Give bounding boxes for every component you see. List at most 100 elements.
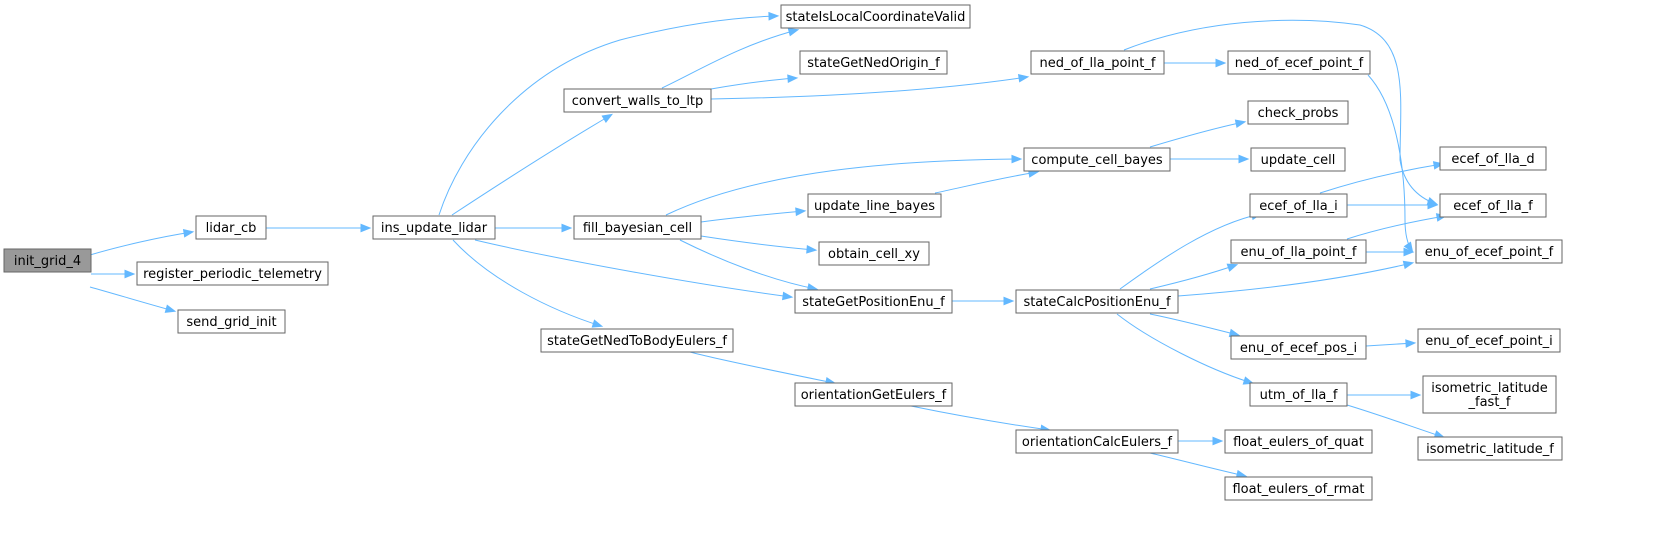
edge-init_grid_4-to-register_periodic_telemetry xyxy=(90,269,136,279)
edge-init_grid_4-to-lidar_cb xyxy=(89,229,195,256)
node-float_eulers_of_quat[interactable]: float_eulers_of_quat xyxy=(1224,429,1373,454)
node-enu_of_ecef_pos_i[interactable]: enu_of_ecef_pos_i xyxy=(1230,335,1367,360)
edge-enu_of_lla_point_f-to-enu_of_ecef_point_f xyxy=(1366,247,1415,257)
node-enu_of_ecef_point_f[interactable]: enu_of_ecef_point_f xyxy=(1415,239,1563,264)
node-label: stateGetPositionEnu_f xyxy=(802,295,945,310)
edge-convert_walls_to_ltp-to-stateIsLocalCoordinateValid xyxy=(661,27,800,89)
node-box xyxy=(1030,50,1165,75)
node-ecef_of_lla_i[interactable]: ecef_of_lla_i xyxy=(1249,193,1348,218)
node-utm_of_lla_f[interactable]: utm_of_lla_f xyxy=(1249,382,1348,407)
node-float_eulers_of_rmat[interactable]: float_eulers_of_rmat xyxy=(1224,476,1373,501)
node-label: ecef_of_lla_i xyxy=(1259,199,1338,214)
node-label: ned_of_lla_point_f xyxy=(1040,56,1156,71)
node-box xyxy=(794,382,953,407)
node-box xyxy=(1224,429,1373,454)
edge-line xyxy=(689,351,835,384)
node-orientationGetEulers_f[interactable]: orientationGetEulers_f xyxy=(794,382,953,407)
node-box xyxy=(1250,147,1346,172)
node-label: stateCalcPositionEnu_f xyxy=(1023,295,1171,310)
node-orientationCalcEulers_f[interactable]: orientationCalcEulers_f xyxy=(1015,429,1179,454)
node-ned_of_ecef_point_f[interactable]: ned_of_ecef_point_f xyxy=(1227,50,1371,75)
node-stateGetNedOrigin_f[interactable]: stateGetNedOrigin_f xyxy=(799,50,948,75)
edge-arrowhead xyxy=(782,291,794,301)
node-ins_update_lidar[interactable]: ins_update_lidar xyxy=(372,215,496,240)
node-label: float_eulers_of_rmat xyxy=(1232,482,1364,497)
node-label: stateIsLocalCoordinateValid xyxy=(786,10,966,25)
edge-arrowhead xyxy=(1212,436,1224,446)
edge-line xyxy=(710,76,1028,100)
edge-line xyxy=(451,114,612,216)
node-update_cell[interactable]: update_cell xyxy=(1250,147,1346,172)
edge-arrowhead xyxy=(1017,73,1030,83)
node-box xyxy=(3,248,92,273)
edge-arrowhead xyxy=(768,11,780,21)
node-label: float_eulers_of_quat xyxy=(1233,435,1364,450)
node-label: send_grid_init xyxy=(186,315,276,330)
node-stateGetPositionEnu_f[interactable]: stateGetPositionEnu_f xyxy=(794,289,953,314)
node-register_periodic_telemetry[interactable]: register_periodic_telemetry xyxy=(136,261,329,286)
edge-line xyxy=(934,171,1038,194)
edge-arrowhead xyxy=(1403,241,1414,253)
edge-arrowhead xyxy=(1003,296,1015,306)
node-label: ecef_of_lla_f xyxy=(1453,199,1533,214)
node-box xyxy=(807,193,942,218)
edge-convert_walls_to_ltp-to-stateGetNedOrigin_f xyxy=(710,74,799,90)
edge-arrowhead xyxy=(561,223,573,233)
edge-stateCalcPositionEnu_f-to-enu_of_ecef_point_f xyxy=(1177,260,1415,297)
edge-fill_bayesian_cell-to-compute_cell_bayes xyxy=(665,154,1023,216)
node-isometric_latitude_f[interactable]: isometric_latitude_f xyxy=(1417,436,1563,461)
node-box xyxy=(1015,289,1179,314)
node-init_grid_4[interactable]: init_grid_4 xyxy=(3,248,92,273)
node-fill_bayesian_cell[interactable]: fill_bayesian_cell xyxy=(573,215,702,240)
node-label: enu_of_ecef_pos_i xyxy=(1240,341,1357,356)
node-label: ned_of_ecef_point_f xyxy=(1235,56,1364,71)
edge-line xyxy=(1119,213,1261,290)
node-obtain_cell_xy[interactable]: obtain_cell_xy xyxy=(818,241,930,266)
node-enu_of_ecef_point_i[interactable]: enu_of_ecef_point_i xyxy=(1417,328,1561,353)
node-send_grid_init[interactable]: send_grid_init xyxy=(177,309,286,334)
node-convert_walls_to_ltp[interactable]: convert_walls_to_ltp xyxy=(563,88,712,113)
node-ecef_of_lla_f[interactable]: ecef_of_lla_f xyxy=(1439,193,1547,218)
node-label: orientationGetEulers_f xyxy=(801,388,947,403)
node-enu_of_lla_point_f[interactable]: enu_of_lla_point_f xyxy=(1230,239,1367,264)
node-lidar_cb[interactable]: lidar_cb xyxy=(195,215,267,240)
edge-ecef_of_lla_i-to-ecef_of_lla_f xyxy=(1347,200,1439,210)
node-box xyxy=(1023,147,1171,172)
node-compute_cell_bayes[interactable]: compute_cell_bayes xyxy=(1023,147,1171,172)
edge-arrowhead xyxy=(1011,154,1023,164)
node-label: fill_bayesian_cell xyxy=(583,221,692,236)
edge-arrowhead xyxy=(1403,247,1415,257)
edge-ins_update_lidar-to-stateGetPositionEnu_f xyxy=(474,239,794,301)
edge-arrowhead xyxy=(1410,390,1422,400)
node-label: obtain_cell_xy xyxy=(828,247,920,262)
node-box xyxy=(1439,193,1547,218)
edge-arrowhead xyxy=(787,74,799,83)
edge-line xyxy=(89,286,175,312)
edge-line xyxy=(665,158,1021,216)
node-label: enu_of_ecef_point_i xyxy=(1425,334,1553,349)
edge-line xyxy=(1149,121,1245,148)
node-ned_of_lla_point_f[interactable]: ned_of_lla_point_f xyxy=(1030,50,1165,75)
node-label: stateGetNedOrigin_f xyxy=(807,56,940,71)
node-isometric_latitude_fast_f[interactable]: isometric_latitude_fast_f xyxy=(1422,375,1557,414)
node-stateGetNedToBodyEulers_f[interactable]: stateGetNedToBodyEulers_f xyxy=(540,328,734,353)
node-stateCalcPositionEnu_f[interactable]: stateCalcPositionEnu_f xyxy=(1015,289,1179,314)
edge-convert_walls_to_ltp-to-ned_of_lla_point_f xyxy=(710,73,1030,100)
node-box xyxy=(1439,146,1547,171)
node-update_line_bayes[interactable]: update_line_bayes xyxy=(807,193,942,218)
node-label: update_line_bayes xyxy=(814,199,935,214)
edge-arrowhead xyxy=(1242,376,1255,385)
edge-ins_update_lidar-to-stateIsLocalCoordinateValid xyxy=(438,11,780,216)
node-box xyxy=(1417,436,1563,461)
node-label: convert_walls_to_ltp xyxy=(572,94,704,109)
edge-line xyxy=(452,239,602,327)
edge-compute_cell_bayes-to-check_probs xyxy=(1149,119,1247,148)
node-box xyxy=(1227,50,1371,75)
node-stateIsLocalCoordinateValid[interactable]: stateIsLocalCoordinateValid xyxy=(780,4,971,29)
edge-stateCalcPositionEnu_f-to-enu_of_lla_point_f xyxy=(1149,263,1239,290)
node-check_probs[interactable]: check_probs xyxy=(1247,100,1349,125)
node-ecef_of_lla_d[interactable]: ecef_of_lla_d xyxy=(1439,146,1547,171)
edge-utm_of_lla_f-to-isometric_latitude_fast_f xyxy=(1346,390,1422,400)
node-box xyxy=(794,289,953,314)
edge-line xyxy=(1123,19,1437,205)
